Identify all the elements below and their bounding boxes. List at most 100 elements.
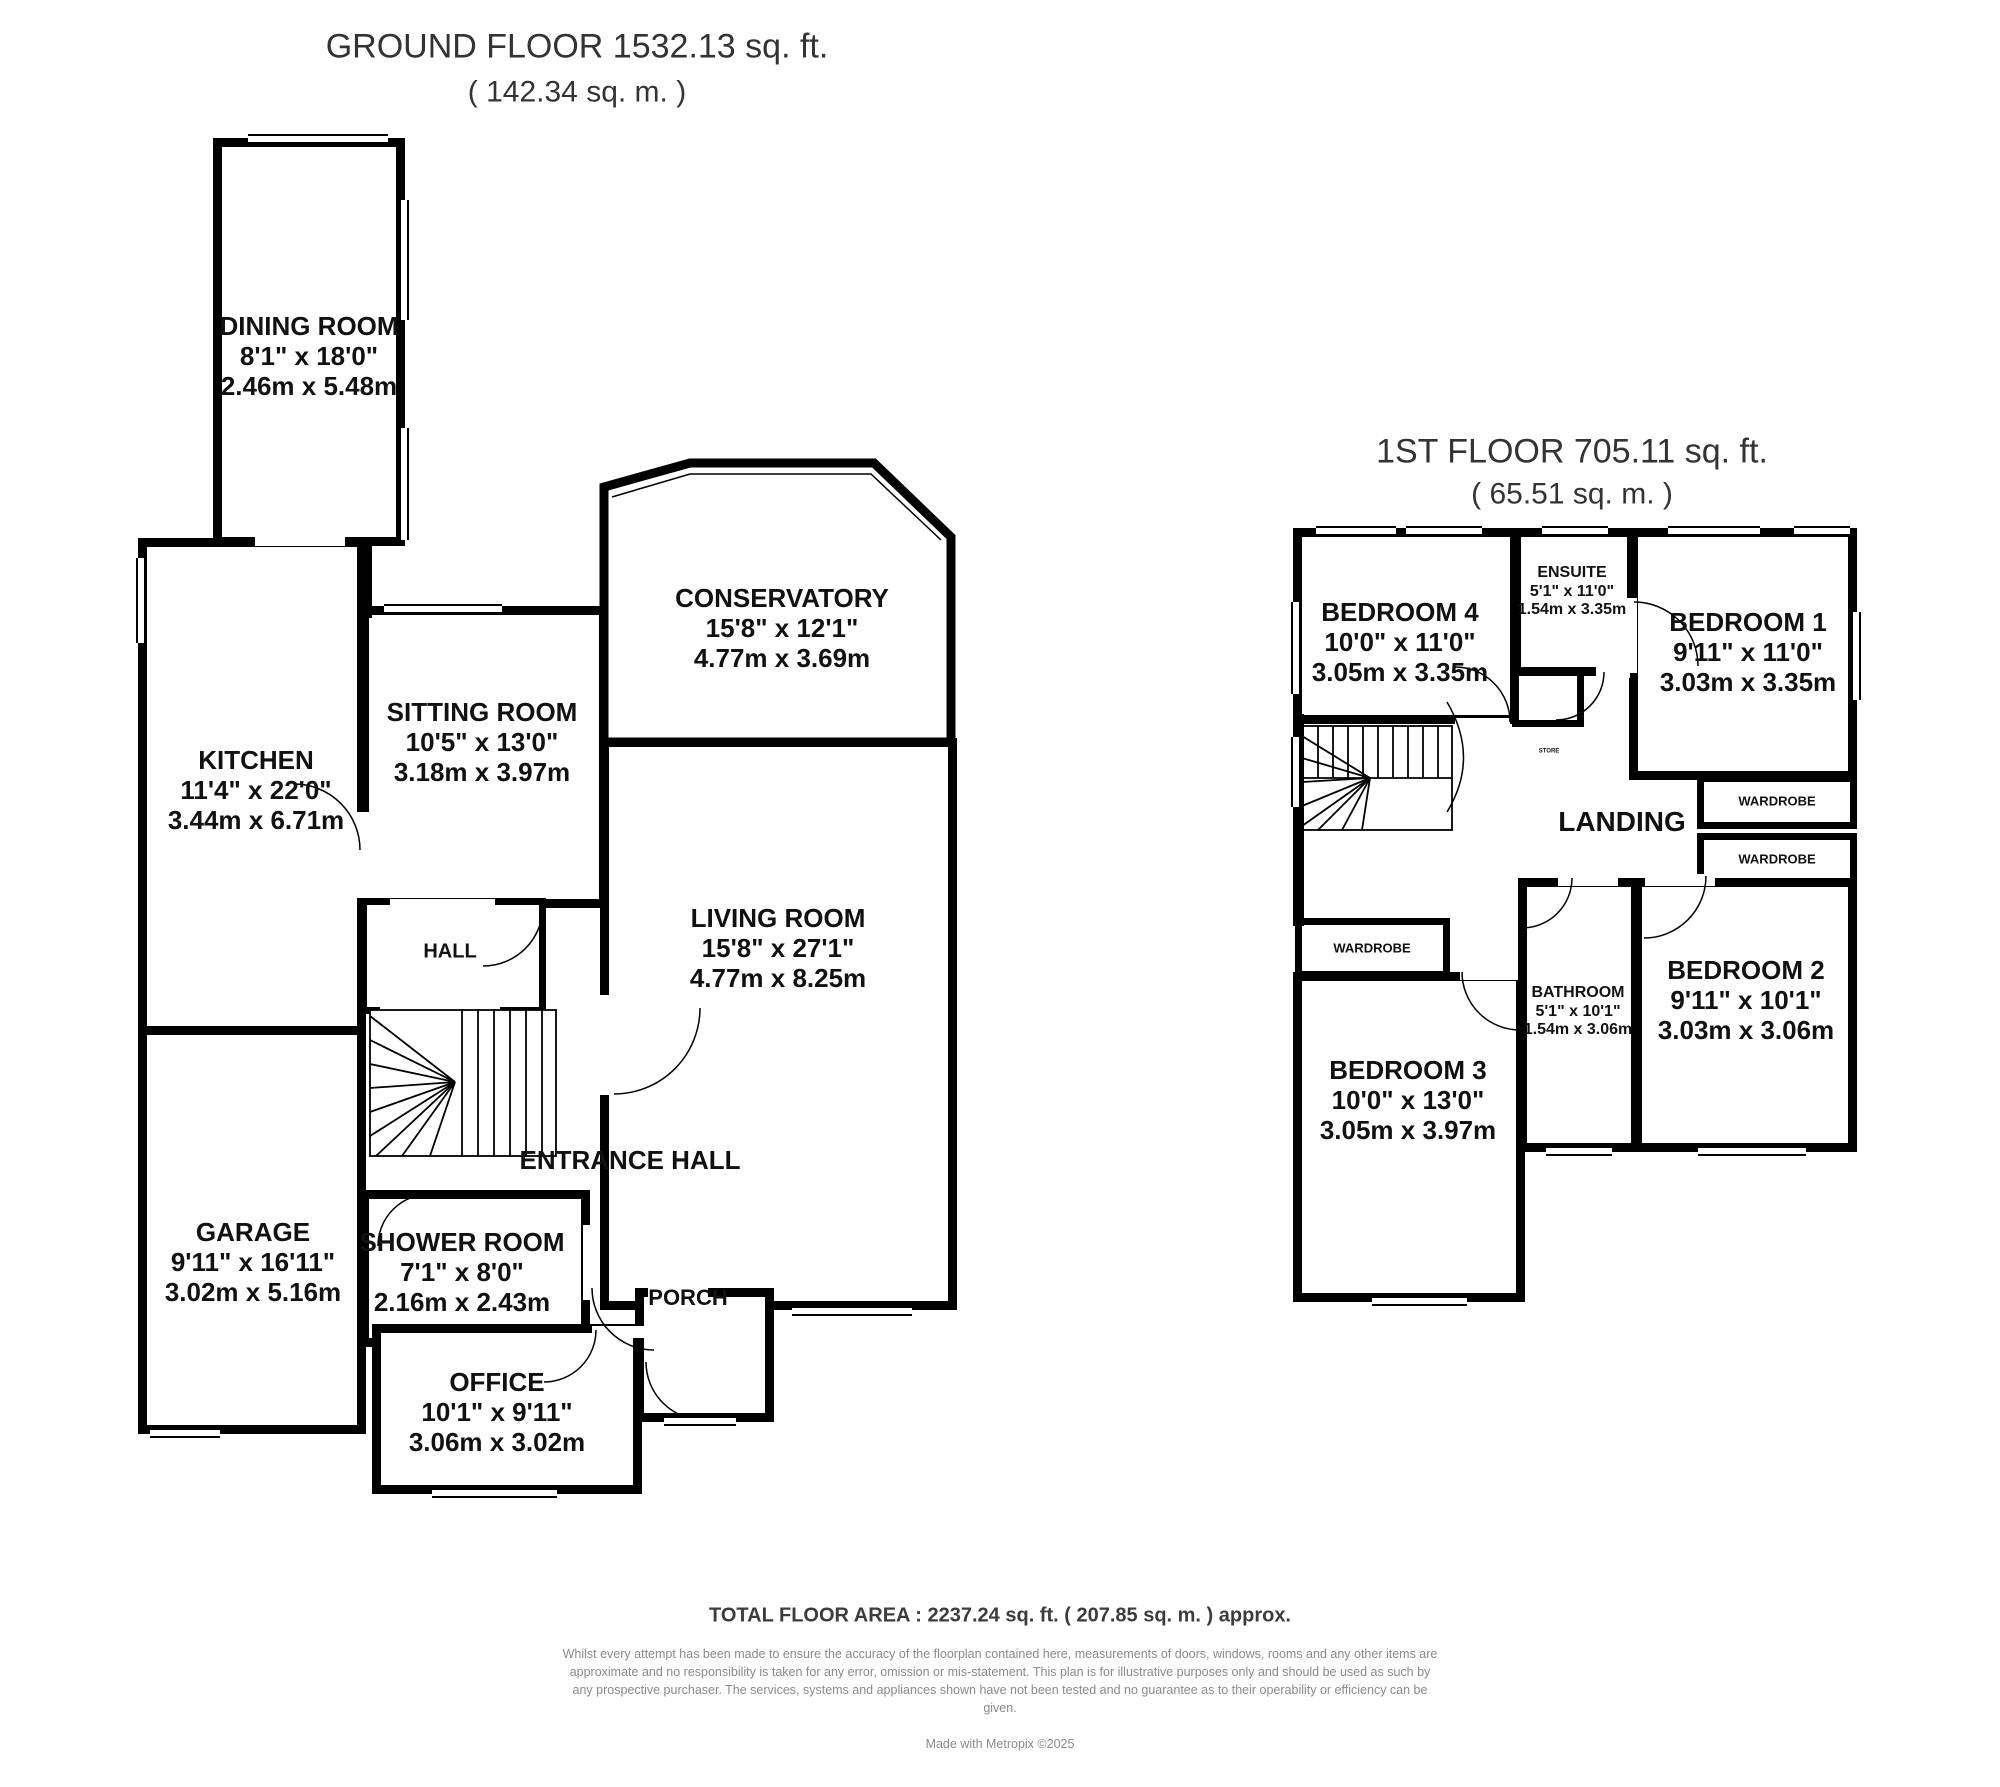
window [150,1428,220,1438]
ground-floor-subtitle: ( 142.34 sq. m. ) [467,75,687,109]
room-size-metric: 3.03m x 3.35m [1659,667,1837,698]
door-opening [380,1002,500,1016]
window [1291,737,1301,807]
door-opening [390,899,495,911]
wall-segment [360,540,372,618]
credit: Made with Metropix ©2025 [925,1737,1075,1751]
room-size-imperial: 5'1" x 10'1" [1535,1002,1621,1020]
room-size-metric: 4.77m x 3.69m [693,643,871,674]
room-size-metric: 3.03m x 3.06m [1657,1015,1835,1046]
room-size-metric: 3.05m x 3.35m [1311,657,1489,688]
room-name: STORE [1538,748,1560,755]
window [136,558,146,643]
window [432,1488,557,1498]
room-name: LANDING [1558,805,1686,837]
label-conservatory: CONSERVATORY 15'8" x 12'1" 4.77m x 3.69m [675,583,889,673]
window [1372,1296,1467,1306]
room-size-metric: 3.06m x 3.02m [408,1427,586,1458]
label-bathroom: BATHROOM 5'1" x 10'1" 1.54m x 3.06m [1524,984,1633,1040]
window [1668,526,1760,536]
label-entrance-hall: ENTRANCE HALL [520,1145,741,1175]
door-opening [592,1326,647,1338]
window [399,428,409,540]
room-name: BEDROOM 3 [1329,1054,1487,1085]
room-name: SHOWER ROOM [359,1226,565,1257]
window [1794,526,1850,536]
door-opening [1558,874,1618,886]
room-name: WARDROBE [1738,793,1816,809]
window [399,200,409,320]
window [792,1306,912,1316]
room-name: ENTRANCE HALL [519,1144,741,1175]
room-name: PORCH [648,1285,728,1311]
label-store: STORE [1539,749,1560,756]
total-floor-area: TOTAL FLOOR AREA : 2237.24 sq. ft. ( 207… [709,1604,1291,1627]
door-opening [255,532,345,546]
room-name: ENSUITE [1537,564,1607,582]
room-name: BEDROOM 2 [1667,954,1825,985]
room-name: CONSERVATORY [675,582,889,613]
label-bedroom-2: BEDROOM 2 9'11" x 10'1" 3.03m x 3.06m [1658,955,1834,1045]
room-size-imperial: 10'0" x 11'0" [1324,626,1476,657]
room-name: OFFICE [449,1366,545,1397]
label-kitchen: KITCHEN 11'4" x 22'0" 3.44m x 6.71m [168,745,344,835]
room-wardrobe-left-walls [1295,918,1450,978]
window [1851,612,1861,700]
window [248,134,388,144]
window [664,1416,736,1426]
room-name: WARDROBE [1738,851,1816,867]
door-opening [1645,874,1715,886]
door-opening [1625,598,1637,673]
label-living-room: LIVING ROOM 15'8" x 27'1" 4.77m x 8.25m [690,903,866,993]
room-wardrobe-right-upper-walls [1697,775,1857,829]
room-size-metric: 1.54m x 3.35m [1517,601,1627,619]
room-size-metric: 3.18m x 3.97m [393,757,571,788]
wall-segment [1293,714,1304,926]
room-living-room-walls [600,738,957,1310]
label-landing: LANDING [1558,806,1686,838]
room-size-imperial: 10'0" x 13'0" [1331,1084,1485,1115]
room-size-imperial: 15'8" x 27'1" [701,932,855,963]
room-name: HALL [423,940,477,963]
window [1698,1146,1806,1156]
room-size-metric: 2.16m x 2.43m [373,1287,551,1318]
door-opening [1460,968,1518,980]
door-opening [648,1286,708,1298]
window [1291,602,1301,694]
window [384,604,502,614]
room-size-metric: 3.02m x 5.16m [164,1277,342,1308]
room-store-walls [1512,669,1584,727]
room-size-metric: 3.05m x 3.97m [1319,1115,1497,1146]
room-name: SITTING ROOM [386,696,578,727]
room-name: BATHROOM [1531,984,1625,1002]
door-opening [357,812,369,898]
room-size-imperial: 15'8" x 12'1" [705,612,859,643]
room-size-metric: 3.44m x 6.71m [167,805,345,836]
window [1542,526,1608,536]
room-size-imperial: 9'11" x 16'11" [170,1246,336,1277]
room-size-imperial: 10'5" x 13'0" [405,726,559,757]
room-size-imperial: 9'11" x 10'1" [1670,984,1822,1015]
room-name: KITCHEN [198,744,314,775]
label-wardrobe-left: WARDROBE [1333,940,1410,955]
room-garage-walls [138,1026,366,1434]
first-floor-title: 1ST FLOOR 705.11 sq. ft. [1376,432,1768,471]
room-size-imperial: 8'1" x 18'0" [239,340,379,371]
window [1406,526,1482,536]
room-name: LIVING ROOM [690,902,866,933]
label-office: OFFICE 10'1" x 9'11" 3.06m x 3.02m [409,1367,585,1457]
label-sitting-room: SITTING ROOM 10'5" x 13'0" 3.18m x 3.97m [387,697,578,787]
room-size-imperial: 11'4" x 22'0" [180,774,332,805]
door-opening [583,1225,595,1300]
label-shower-room: SHOWER ROOM 7'1" x 8'0" 2.16m x 2.43m [359,1227,564,1317]
window [1316,526,1396,536]
label-bedroom-4: BEDROOM 4 10'0" x 11'0" 3.05m x 3.35m [1312,597,1488,687]
label-porch: PORCH [648,1285,727,1311]
disclaimer: Whilst every attempt has been made to en… [562,1647,1438,1716]
room-name: DINING ROOM [219,310,399,341]
label-dining-room: DINING ROOM 8'1" x 18'0" 2.46m x 5.48m [219,311,398,401]
label-bedroom-3: BEDROOM 3 10'0" x 13'0" 3.05m x 3.97m [1320,1055,1496,1145]
room-size-imperial: 10'1" x 9'11" [421,1396,573,1427]
room-size-metric: 4.77m x 8.25m [689,963,867,994]
